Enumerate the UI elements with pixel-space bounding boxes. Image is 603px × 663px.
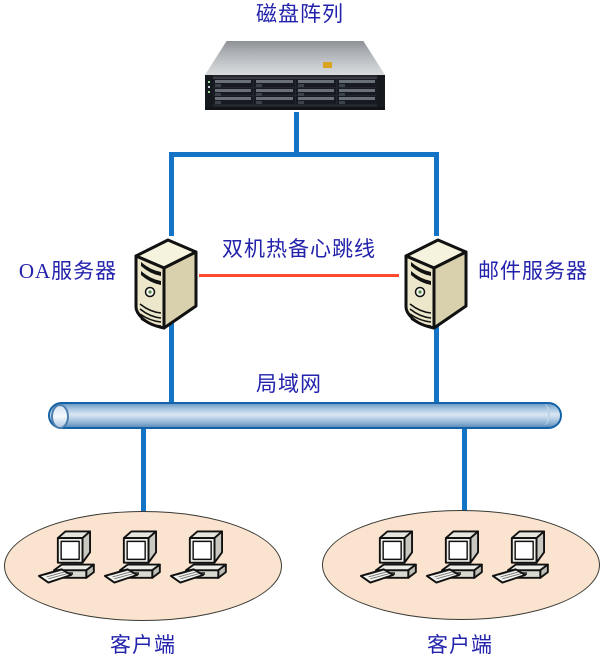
mail-server-label: 邮件服务器 [478,259,588,283]
client-computer-icon [359,530,417,584]
disk-array-left-ear [205,75,213,107]
mail-server-icon [404,238,468,330]
client-right-label: 客户端 [427,633,493,657]
lan-label: 局域网 [256,372,322,396]
connector-lan-clients-left [141,427,146,513]
client-computer-icon [425,530,483,584]
lan-tube-seam [538,404,550,425]
disk-array-front [205,75,385,110]
client-computer-icon [491,530,549,584]
connector-diskarray-down [294,112,299,155]
heartbeat-line [199,274,399,277]
disk-array-logo-badge [323,62,332,68]
disk-array-lid [205,41,385,75]
client-group-left [4,511,282,621]
connector-branch-horizontal [169,152,439,157]
connector-branch-left [169,152,174,236]
client-computer-icon [103,530,161,584]
client-group-right [322,510,600,620]
connector-lan-clients-right [462,427,467,513]
client-left-label: 客户端 [110,633,176,657]
lan-tube-endcap [51,404,69,429]
client-computer-icon [169,530,227,584]
client-computer-icon [37,530,95,584]
heartbeat-label: 双机热备心跳线 [222,237,376,261]
disk-array-node [205,41,385,113]
disk-array-right-ear [377,75,385,107]
disk-array-drive-bays [213,77,377,104]
oa-server-label: OA服务器 [18,259,118,283]
oa-server-icon [134,238,198,330]
connector-mailserver-lan [434,322,439,405]
disk-array-label: 磁盘阵列 [256,2,344,26]
lan-bus-tube [48,402,562,429]
connector-branch-right [434,152,439,236]
connector-oaserver-lan [169,322,174,405]
